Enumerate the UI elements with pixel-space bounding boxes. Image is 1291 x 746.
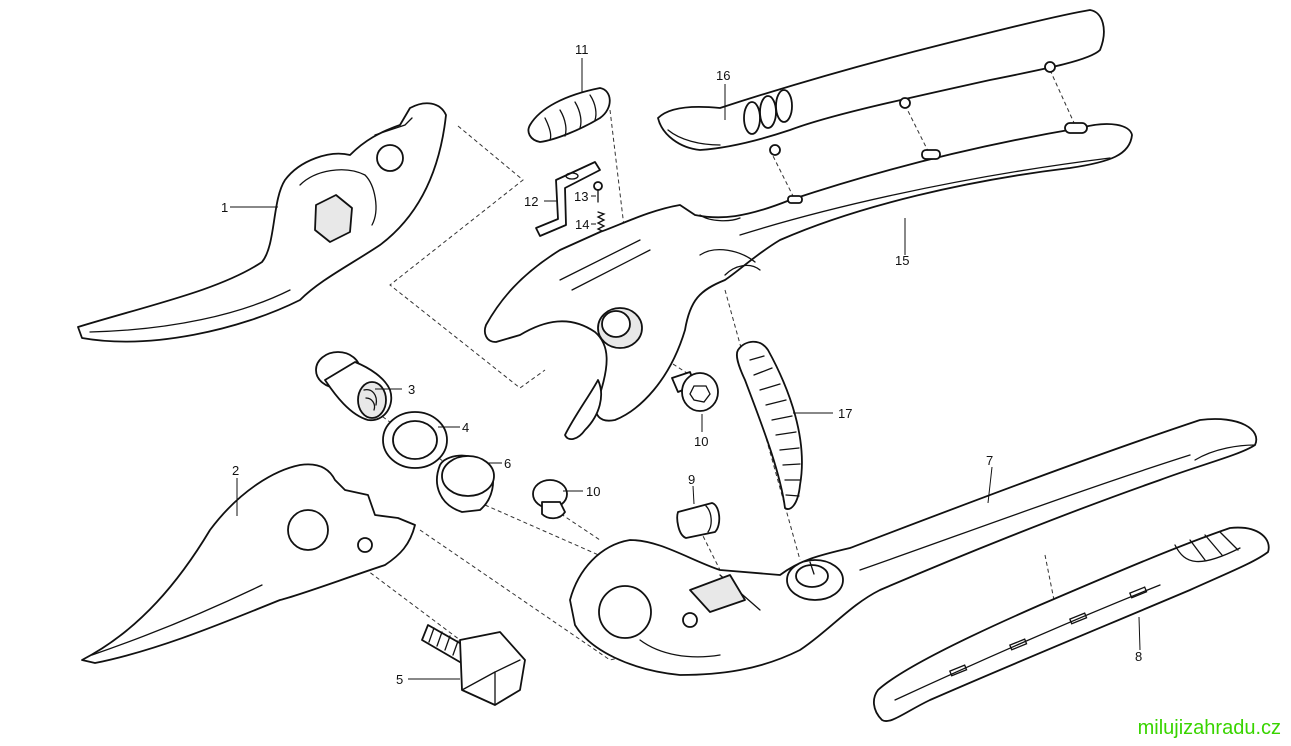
part-15-upper-handle: [483, 122, 1133, 441]
callout-1: 1: [221, 200, 228, 215]
callout-14: 14: [575, 217, 589, 232]
part-10-screw-upper: [671, 371, 719, 412]
callout-9: 9: [688, 472, 695, 487]
part-8-lower-grip-cover: [873, 526, 1270, 722]
callout-13: 13: [574, 189, 588, 204]
callout-7: 7: [986, 453, 993, 468]
callout-2: 2: [232, 463, 239, 478]
part-16-upper-grip-cover: [657, 9, 1105, 156]
callout-16: 16: [716, 68, 730, 83]
part-9-latch-cap: [676, 502, 721, 539]
part-3-nut: [315, 351, 393, 421]
callout-6: 6: [504, 456, 511, 471]
part-7-lower-handle: [569, 418, 1258, 676]
callout-numbers: 1 2 3 4 5 6 7 8 9 10 10 11 12 13 14 15 1…: [221, 42, 1142, 687]
part-11-thumb-grip: [527, 87, 611, 143]
part-1-upper-blade: [77, 102, 447, 343]
part-14-spring: [596, 211, 606, 233]
callout-5: 5: [396, 672, 403, 687]
callout-8: 8: [1135, 649, 1142, 664]
part-12-latch: [535, 161, 601, 237]
callout-12: 12: [524, 194, 538, 209]
callout-4: 4: [462, 420, 469, 435]
callout-15: 15: [895, 253, 909, 268]
part-10-pin-lower: [532, 479, 568, 520]
part-13-small-screw: [593, 181, 603, 203]
callout-10-lower: 10: [586, 484, 600, 499]
part-6-bushing: [436, 454, 495, 513]
callout-17: 17: [838, 406, 852, 421]
callout-10-upper: 10: [694, 434, 708, 449]
part-5-bolt: [421, 624, 526, 706]
callout-leaders: [230, 58, 1141, 680]
watermark-text: milujizahradu.cz: [1137, 717, 1281, 739]
part-17-spring-grip: [735, 340, 803, 510]
part-4-washer: [382, 411, 448, 469]
part-2-lower-blade: [81, 463, 416, 664]
callout-11: 11: [575, 42, 589, 57]
callout-3: 3: [408, 382, 415, 397]
